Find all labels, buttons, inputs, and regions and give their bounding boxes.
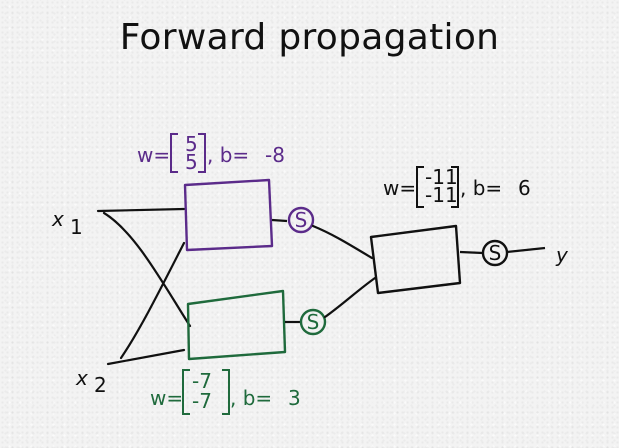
neuron-bottom-w2: -7	[192, 389, 212, 413]
edge-x1-top	[96, 207, 186, 213]
edge-out-to-output	[506, 246, 546, 254]
neuron-bottom-w-bracket-right	[222, 369, 230, 415]
slide-title: Forward propagation	[119, 17, 500, 58]
input-x2-sub: 2	[94, 373, 107, 397]
input-connections	[96, 207, 192, 366]
edge-x1-bottom	[102, 211, 192, 328]
neuron-top: S	[183, 178, 315, 252]
neuron-top-w1: 5	[185, 132, 198, 156]
neuron-bottom-b-label: , b=	[230, 386, 272, 410]
neuron-out: S	[369, 224, 546, 295]
neuron-bottom-sigmoid-circle	[299, 308, 327, 336]
neuron-top-b-label: , b=	[207, 143, 249, 167]
neuron-top-params: w= 5 5 , b= -8	[137, 132, 285, 174]
neuron-top-b-value: -8	[265, 143, 285, 167]
input-x2-base: x	[75, 366, 88, 390]
neuron-bottom-params: w= -7 -7 , b= 3	[150, 369, 301, 415]
hidden-connections	[311, 224, 377, 319]
neuron-top-w2: 5	[185, 150, 198, 174]
neuron-out-params: w= -11 -11 , b= 6	[383, 165, 531, 208]
neuron-out-w-label: w=	[383, 176, 416, 200]
neuron-bottom-w-label: w=	[150, 386, 183, 410]
neuron-out-w1: -11	[425, 165, 458, 189]
neuron-out-sigmoid-circle	[481, 239, 509, 267]
neuron-top-w-bracket-right	[198, 133, 206, 173]
input-x1-base: x	[51, 207, 64, 231]
edge-top-sigmoid-to-out	[311, 224, 374, 260]
edge-bottom-sigmoid-to-out	[323, 276, 377, 319]
neuron-bottom-box	[186, 289, 287, 361]
neuron-out-box	[369, 224, 462, 295]
neuron-out-b-label: , b=	[460, 176, 502, 200]
neuron-top-w-bracket-left	[170, 133, 178, 173]
input-x1-sub: 1	[70, 215, 83, 239]
edge-top-to-sigmoid	[271, 218, 288, 223]
neuron-bottom-sigmoid-label: S	[307, 310, 320, 334]
neuron-out-w-bracket-left	[416, 166, 424, 208]
input-x1: x 1	[51, 207, 83, 239]
neuron-top-sigmoid-circle	[287, 206, 315, 234]
output-y-label: y	[555, 243, 569, 267]
neuron-bottom: S	[186, 289, 327, 361]
edge-x2-bottom	[106, 348, 186, 366]
neuron-out-sigmoid-label: S	[489, 241, 502, 265]
neuron-bottom-w-bracket-left	[182, 369, 190, 415]
neuron-top-sigmoid-label: S	[295, 208, 308, 232]
neuron-out-w-bracket-right	[451, 166, 459, 208]
edge-out-to-sigmoid	[459, 250, 484, 255]
input-x2: x 2	[75, 366, 107, 397]
output-y: y	[555, 243, 569, 267]
neuron-bottom-w1: -7	[192, 369, 212, 393]
edge-x2-top	[119, 241, 186, 360]
neuron-out-b-value: 6	[518, 176, 531, 200]
neuron-bottom-b-value: 3	[288, 386, 301, 410]
neuron-top-box	[183, 178, 274, 252]
neuron-out-w2: -11	[425, 183, 458, 207]
neuron-top-w-label: w=	[137, 143, 170, 167]
